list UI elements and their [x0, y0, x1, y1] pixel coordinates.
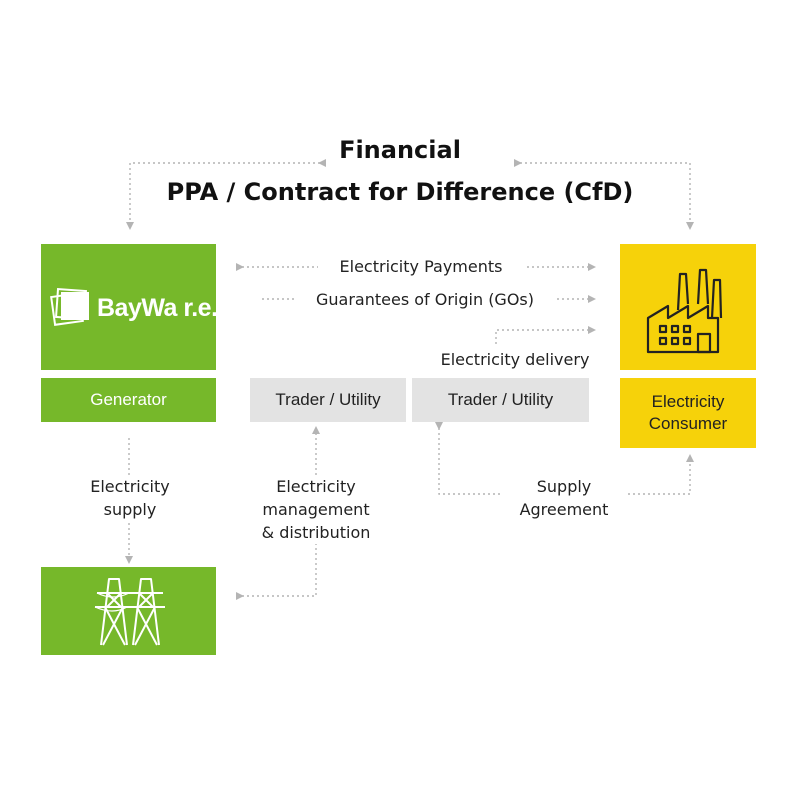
delivery-label: Electricity delivery — [420, 348, 610, 371]
ppa-right-connector — [514, 159, 694, 230]
management-label-line1: Electricity — [276, 477, 356, 496]
consumer-icon-box — [620, 244, 756, 370]
supply-label: Electricity supply — [70, 475, 190, 521]
management-label-line2: management — [262, 500, 370, 519]
generator-logo-box: BayWa r.e. — [41, 244, 216, 370]
agreement-label-line1: Supply — [536, 477, 592, 496]
trader-utility-box-2: Trader / Utility — [412, 378, 589, 422]
trader-utility-label-1: Trader / Utility — [275, 390, 381, 409]
supply-label-line1: Electricity — [90, 477, 170, 496]
agreement-label: Supply Agreement — [500, 475, 628, 521]
trader-utility-box-1: Trader / Utility — [250, 378, 406, 422]
factory-icon — [646, 268, 723, 354]
transmission-tower-icon — [94, 578, 165, 646]
baywa-logo-icon: BayWa r.e. — [50, 287, 216, 326]
grid-box — [41, 567, 216, 655]
generator-label-box: Generator — [41, 378, 216, 422]
delivery-arrow — [495, 326, 596, 344]
ppa-left-connector — [126, 159, 326, 230]
management-label: Electricity management & distribution — [244, 475, 388, 544]
gos-label: Guarantees of Origin (GOs) — [296, 288, 554, 311]
supply-label-line2: supply — [103, 500, 157, 519]
agreement-label-line2: Agreement — [519, 500, 609, 519]
generator-label: Generator — [90, 390, 167, 409]
consumer-label-line1: Electricity — [651, 392, 725, 411]
payments-label: Electricity Payments — [318, 255, 524, 278]
generator-logo-text: BayWa r.e. — [97, 294, 216, 322]
supply-arrowhead — [125, 556, 133, 564]
management-label-line3: & distribution — [261, 523, 371, 542]
trader-utility-label-2: Trader / Utility — [447, 390, 554, 409]
title-line-1: Financial — [339, 136, 461, 164]
